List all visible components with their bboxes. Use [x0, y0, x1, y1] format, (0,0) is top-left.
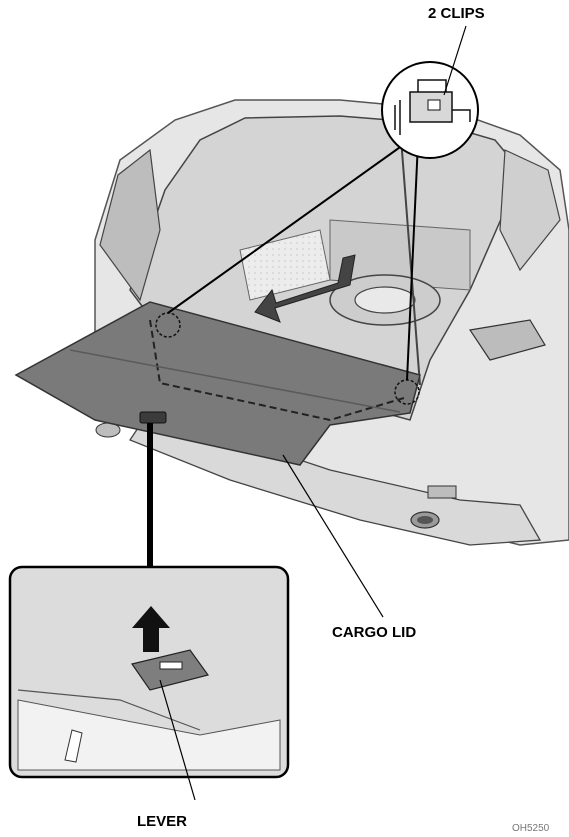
lever-detail-inset [8, 565, 290, 801]
cargo-lid-leader [282, 454, 384, 618]
lever-label: LEVER [137, 813, 188, 830]
arrow-up-icon [132, 606, 170, 652]
lever [131, 649, 209, 691]
arrow-left-icon [254, 254, 356, 323]
lever-pointer [159, 679, 196, 801]
figure-code: OH5250 [512, 823, 550, 834]
lever-leader [147, 423, 153, 568]
clips-label: 2 CLIPS [428, 5, 485, 22]
cargo-lid-label: CARGO LID [332, 624, 417, 641]
cargo-lid [14, 301, 421, 466]
clip-detail-callout [167, 25, 479, 381]
lever-slot [139, 411, 167, 424]
clip-icon [394, 79, 471, 135]
